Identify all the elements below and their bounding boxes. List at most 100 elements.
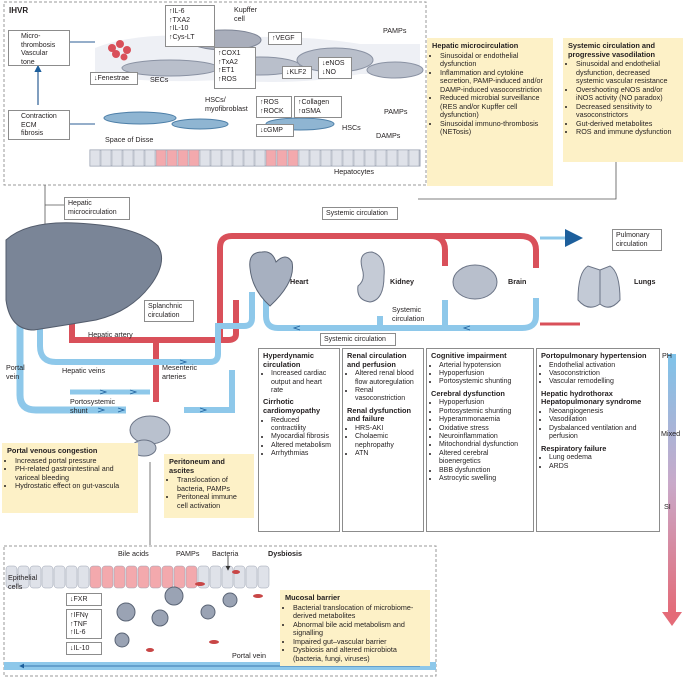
systemic-vasodilation-box: Systemic circulation and progressive vas… — [563, 38, 683, 162]
col3-item: Hypoperfusion — [439, 370, 529, 378]
heart-shape — [249, 251, 294, 307]
col1-item: Altered metabolism — [271, 442, 335, 450]
systemic-box-list: Sinusoidal and endothelial dysfunction, … — [568, 60, 678, 137]
hscs-cells — [103, 111, 335, 131]
hepatocyte-cell — [342, 149, 354, 167]
ihvr-title: IHVR — [9, 6, 29, 15]
brain-shape — [452, 264, 498, 300]
cytokine-line: ↑TNF — [70, 620, 88, 628]
cox-box: ↑COX1 ↑TxA2 ↑ET1 ↑ROS — [214, 47, 256, 89]
systemic-box-item: Sinusoidal and endothelial dysfunction, … — [576, 60, 678, 86]
col3-item: Oxidative stress — [439, 425, 529, 433]
col4-title1: Portopulmonary hypertension — [541, 351, 647, 360]
mucosal-item: Dysbiosis and altered microbiota (bacter… — [293, 645, 425, 663]
brain-column-box: Cognitive impairment Arterial hypotensio… — [426, 348, 534, 532]
portal-vein-line: Portal — [6, 363, 25, 372]
col1-list2: Reduced contractility Myocardial fibrosi… — [263, 417, 335, 459]
mesenteric-line: arteries — [162, 371, 186, 381]
kupffer-label-line: Kupffer — [234, 5, 258, 14]
cox-line: ↑TxA2 — [218, 58, 238, 66]
hepatocyte-cell — [166, 149, 178, 167]
hscs-label: HSCs — [342, 123, 361, 132]
portal-box-list: Increased portal pressure PH-related gas… — [7, 456, 133, 491]
ph-si-scale — [668, 354, 676, 614]
col4-item: Vasodilation — [549, 416, 655, 424]
portal-congestion-box: Portal venous congestion Increased porta… — [2, 443, 138, 513]
col2-item: ATN — [355, 450, 419, 458]
epithelial-line: cells — [8, 581, 23, 591]
epithelial-cell — [125, 565, 138, 589]
hepatocyte-cell — [320, 149, 332, 167]
enos-box: ↓eNOS ↓NO — [318, 57, 352, 79]
kidney-shape — [357, 251, 385, 303]
hepatocyte-cell — [408, 149, 420, 167]
hepatocyte-cell — [210, 149, 222, 167]
kupffer-label-line: cell — [234, 13, 245, 23]
col3-item: Hypoperfusion — [439, 399, 529, 407]
col2-list2: HRS-AKI Cholaemic nephropathy ATN — [347, 425, 419, 459]
cox-line: ↑ROS — [218, 75, 237, 83]
hepatocyte-cell — [397, 149, 409, 167]
mesenteric-arteries-label: Mesenteric arteries — [162, 363, 197, 381]
col1-list1: Increased cardiac output and heart rate — [263, 370, 335, 395]
col1-item: Reduced contractility — [271, 417, 335, 434]
epithelial-cell — [245, 565, 258, 589]
col1-item: Myocardial fibrosis — [271, 433, 335, 441]
hepatocyte-cell — [265, 149, 277, 167]
peritoneum-title: Peritoneum and ascites — [169, 457, 225, 475]
col4-item: ARDS — [549, 463, 655, 471]
vegf-box: ↑VEGF — [268, 32, 302, 45]
space-of-disse-label: Space of Disse — [105, 135, 154, 144]
kupffer-marker: ↑IL-10 — [169, 25, 189, 33]
dysbiosis-label: Dysbiosis — [268, 549, 302, 558]
hepatic-micro-title: Hepatic microcirculation — [432, 41, 519, 50]
col3-item: Altered cerebral bioenergetics — [439, 450, 529, 467]
systemic-box-item: Decreased sensitivity to vasoconstrictor… — [576, 102, 678, 120]
kidney-column-box: Renal circulation and perfusion Altered … — [342, 348, 424, 532]
hepatocyte-cell — [133, 149, 145, 167]
hepatocyte-cell — [232, 149, 244, 167]
bottom-panel — [3, 545, 437, 677]
shunt-line: Portosystemic — [70, 397, 116, 406]
sc-mid-line: circulation — [392, 313, 425, 323]
col4-item: Endothelial activation — [549, 362, 655, 370]
epithelial-cell — [137, 565, 150, 589]
enos-line: ↓eNOS — [322, 60, 345, 67]
col3-title2: Cerebral dysfunction — [431, 388, 505, 398]
systemic-circulation-mid-label: Systemic circulation — [392, 305, 425, 323]
col4-item: Dysbalanced ventilation and perfusion — [549, 425, 655, 442]
mucosal-barrier-box: Mucosal barrier Bacterial translocation … — [280, 590, 430, 666]
kupffer-marker: ↑IL-6 — [169, 8, 185, 15]
lungs-shape — [577, 265, 621, 308]
cox-line: ↑ET1 — [218, 67, 235, 75]
col3-item: Astrocytic swelling — [439, 475, 529, 483]
heart-column-box: Hyperdynamic circulation Increased cardi… — [258, 348, 340, 532]
pulmonary-circulation-label: Pulmonary circulation — [612, 229, 662, 251]
col4-item: Vasoconstriction — [549, 370, 655, 378]
col2-item: Cholaemic nephropathy — [355, 433, 419, 450]
hm-label-line: Hepatic — [68, 200, 92, 207]
col2-item: HRS-AKI — [355, 425, 419, 433]
pulm-label-line: circulation — [616, 240, 648, 248]
col3-item: Neuroinflammation — [439, 433, 529, 441]
hepatocyte-cell — [386, 149, 398, 167]
scale-mixed-label: Mixed — [661, 429, 681, 438]
splanchnic-line: circulation — [148, 311, 180, 319]
col3-item: Mitochondrial dysfunction — [439, 441, 529, 449]
liver-shape — [5, 222, 163, 331]
enos-line: ↓NO — [322, 68, 336, 76]
splanchnic-circulation-label: Splanchnic circulation — [144, 300, 194, 322]
pamps-label-top: PAMPs — [383, 26, 407, 35]
bacteria-particles — [146, 570, 263, 652]
hepatocyte-cell — [155, 149, 167, 167]
hepatic-micro-list: Sinusoidal or endothelial dysfunction In… — [432, 51, 548, 137]
epithelial-cells-label: Epithelial cells — [8, 573, 37, 591]
epithelial-cell — [113, 565, 126, 589]
mucosal-list: Bacterial translocation of microbiome-de… — [285, 603, 425, 664]
epithelial-cell — [257, 565, 270, 589]
collagen-line: ↑αSMA — [298, 107, 321, 115]
epithelial-cell — [17, 565, 30, 589]
epithelial-cell — [5, 565, 18, 589]
col1-item: Arrhythmias — [271, 450, 335, 458]
